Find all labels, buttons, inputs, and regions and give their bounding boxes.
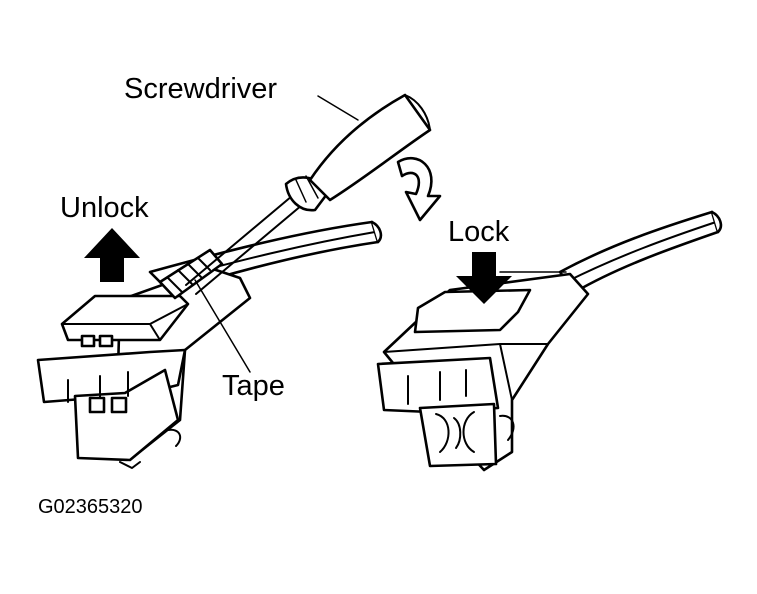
lock-label: Lock <box>448 216 510 248</box>
screwdriver-leader-line <box>317 95 359 121</box>
tape-leader-line <box>194 279 251 373</box>
lock-arrow-icon <box>456 252 512 304</box>
unlock-label: Unlock <box>60 192 149 224</box>
tape-wrap <box>158 248 224 300</box>
right-wire-harness <box>558 210 723 294</box>
rotate-arrow-icon <box>396 156 442 222</box>
screwdriver-label: Screwdriver <box>124 73 278 105</box>
unlock-arrow-icon <box>84 228 140 282</box>
figure-id: G02365320 <box>38 496 143 518</box>
right-connector-body <box>376 272 590 472</box>
screwdriver-tool <box>185 93 432 295</box>
left-lock-tab <box>60 294 190 348</box>
tape-label: Tape <box>222 370 285 402</box>
